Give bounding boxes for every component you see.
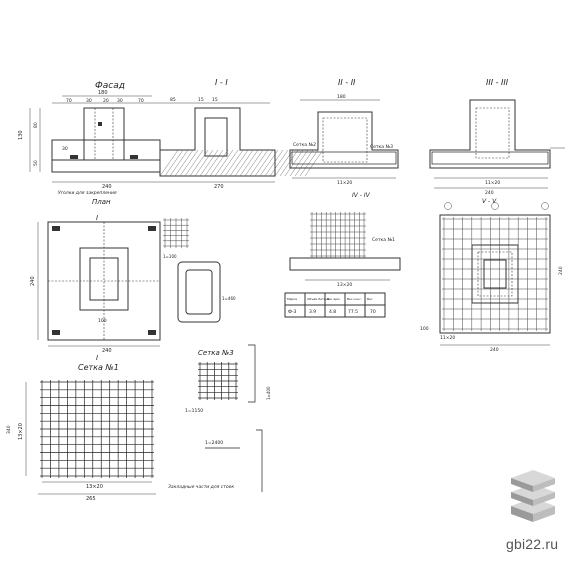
facade-title: Фасад: [95, 81, 125, 91]
table-header-0: Марка: [287, 297, 297, 301]
section-5-title: V - V: [482, 198, 497, 205]
facade-h-part-1: 80: [33, 122, 39, 128]
table-header-2: Вес арм.: [327, 297, 341, 301]
section-1-view: I - I 85 15 15 270: [159, 78, 324, 190]
middle-mesh-view: Сетка №1 13×20: [289, 212, 401, 288]
table-header-4: Вес: [367, 297, 373, 301]
gbi22-logo: [505, 470, 561, 530]
table-header-1: Объём бетона: [307, 297, 330, 301]
plan-section-mark-bottom: I: [96, 354, 98, 362]
facade-30-dim: 30: [62, 146, 68, 152]
section-1-title: I - I: [215, 78, 228, 87]
mesh-1-title: Сетка №1: [78, 363, 119, 372]
plan-section-mark-top: I: [96, 214, 98, 222]
section-3-title: III - III: [486, 78, 509, 87]
section-2-view: II - II 180 Сетка №2 Сетка №3 11×20 IV -…: [289, 78, 399, 199]
facade-top-dim: 180: [98, 90, 108, 96]
mesh1-height-dim: 340: [6, 425, 12, 434]
facade-part-5: 70: [138, 98, 144, 104]
facade-view: Фасад 180 70 30 20 30 70 130 80 50 30 24…: [18, 81, 161, 196]
table-cell-4: 70: [370, 309, 376, 315]
spec-table: Марка Объём бетона Вес арм. Вес конс. Ве…: [284, 292, 386, 318]
detail-clip-dim: 1=100: [163, 254, 177, 259]
plan-inner-dim: 100: [98, 318, 107, 324]
right-cells-dim: 11×20: [440, 335, 455, 341]
table-header-3: Вес конс.: [347, 297, 362, 301]
plan-width-dim: 240: [102, 348, 112, 354]
section-4-title: IV - IV: [352, 192, 371, 199]
sec3-bottom-dim: 11×20: [485, 180, 500, 186]
right-100-dim: 100: [420, 326, 429, 332]
facade-width-dim: 240: [102, 184, 112, 190]
right-side-dim: 240: [558, 266, 564, 275]
sec1-width-dim: 270: [214, 184, 224, 190]
facade-part-3: 20: [103, 98, 109, 104]
table-cell-1: 3.9: [309, 309, 316, 315]
mesh-3-view: Сетка №3 1=1150 1=2400 1=400 Закладные ч…: [168, 344, 271, 492]
mesh1-cells-dim: 13×20: [86, 484, 103, 490]
mesh-3-title: Сетка №3: [198, 349, 234, 357]
detail-clip-dim-2: 1=460: [222, 296, 236, 301]
middle-mark-setka1: Сетка №1: [372, 237, 395, 243]
corners-note: Уголки для закрепления: [58, 190, 117, 196]
sec2-bottom-dim: 11×20: [337, 180, 352, 186]
sec1-part-1: 85: [170, 97, 176, 103]
sec2-top-dim: 180: [337, 94, 346, 100]
sec1-part-2: 15: [198, 97, 204, 103]
middle-cells-dim: 13×20: [337, 282, 352, 288]
mesh1-side-dim: 13×20: [18, 423, 24, 440]
sec1-part-3: 15: [212, 97, 218, 103]
sec2-mark-setka3: Сетка №3: [370, 144, 393, 150]
facade-h-part-2: 50: [33, 160, 39, 166]
facade-part-4: 30: [117, 98, 123, 104]
embedded-parts-legend: Закладные части для стоек: [168, 484, 234, 490]
section-3-view: III - III 11×20 240 V - V: [429, 78, 565, 205]
plan-side-dim: 240: [30, 276, 36, 286]
detail-mesh-small: 1=100 1=460: [163, 218, 236, 323]
table-cell-0: Ф-3: [288, 309, 296, 315]
mesh3-bar-dim: 1=1150: [185, 408, 203, 414]
facade-part-1: 70: [66, 98, 72, 104]
table-cell-2: 4.8: [329, 309, 336, 315]
right-width-dim: 240: [490, 347, 499, 353]
mesh-1-view: Сетка №1 13×20 265 13×20 340: [6, 363, 156, 502]
site-logo-text: gbi22.ru: [506, 536, 559, 552]
facade-part-2: 30: [86, 98, 92, 104]
mesh3-clip-dim: 1=2400: [205, 440, 223, 446]
section-2-title: II - II: [338, 78, 356, 87]
sec3-width-dim: 240: [485, 190, 494, 196]
mesh1-width-dim: 265: [86, 496, 96, 502]
stacked-blocks-icon: [511, 470, 555, 522]
mesh3-side-clip: 1=400: [266, 386, 271, 400]
table-cell-3: 77.5: [348, 309, 358, 315]
plan-view: План I 240 100 240 I: [30, 198, 161, 362]
sec2-mark-setka2: Сетка №2: [293, 142, 316, 148]
right-reinforcement-plan: 11×20 240 100 240: [420, 202, 564, 353]
facade-height-dim: 130: [18, 130, 24, 140]
plan-title: План: [92, 198, 111, 206]
